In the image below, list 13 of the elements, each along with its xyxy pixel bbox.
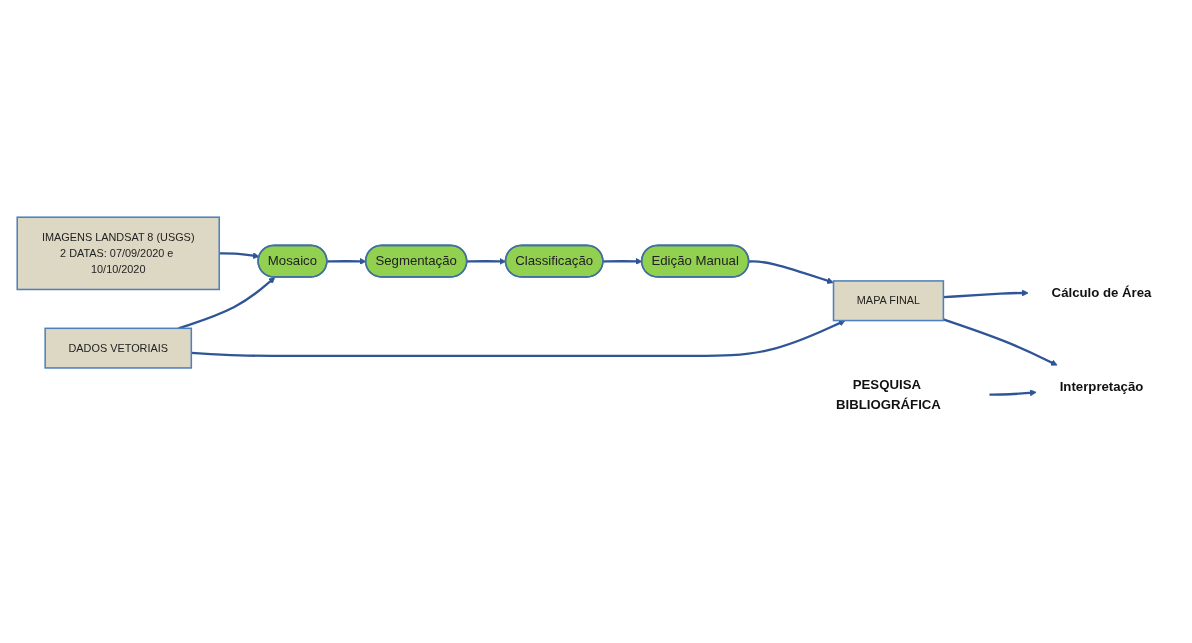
arrow <box>989 389 1037 397</box>
node-text: Cálculo de Área <box>1051 285 1152 301</box>
arrow <box>178 276 276 330</box>
arrow <box>748 260 834 284</box>
node-text: Interpretação <box>1059 379 1144 394</box>
node-box: MAPA FINAL <box>832 280 945 322</box>
arrow <box>191 319 846 357</box>
node-box: IMAGENS LANDSAT 8 (USGS) 2 DATAS: 07/09/2020 e 10/10/2020 <box>16 216 221 291</box>
arrow <box>943 318 1058 366</box>
arrow <box>943 289 1029 299</box>
node-text: PESQUISA BIBLIOGRÁFICA <box>835 376 941 412</box>
arrow <box>219 252 260 259</box>
node-box: DADOS VETORIAIS <box>44 327 193 369</box>
